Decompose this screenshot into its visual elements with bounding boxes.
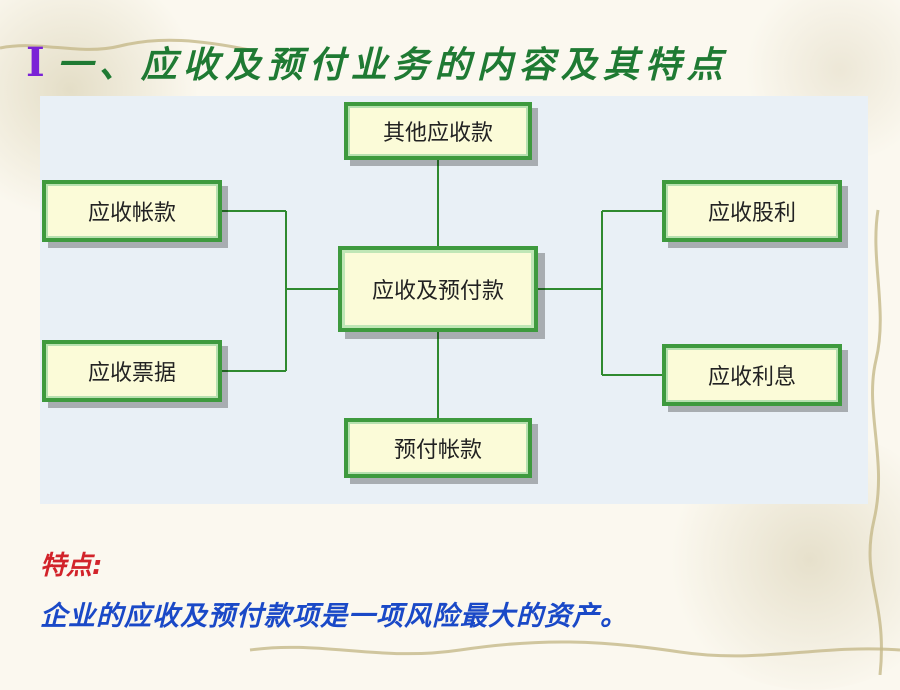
- node-interest-receivable: 应收利息: [662, 344, 842, 406]
- node-notes-receivable: 应收票据: [42, 340, 222, 402]
- node-label: 应收帐款: [87, 201, 176, 226]
- node-dividends-receivable: 应收股利: [662, 180, 842, 242]
- node-label: 预付帐款: [393, 438, 482, 463]
- node-receivables-and-prepayments: 应收及预付款: [338, 246, 538, 332]
- node-label: 应收票据: [87, 361, 176, 386]
- node-accounts-receivable: 应收帐款: [42, 180, 222, 242]
- features-label: 特点:: [40, 551, 103, 581]
- decorative-border: [0, 38, 900, 675]
- slide-title-row: I 一、应收及预付业务的内容及其特点: [26, 36, 729, 88]
- diagram-connectors: [222, 160, 662, 418]
- features-text: 企业的应收及预付款项是一项风险最大的资产。: [40, 601, 628, 632]
- roman-numeral: I: [26, 38, 45, 86]
- node-label: 应收利息: [707, 365, 796, 390]
- node-label: 其他应收款: [382, 121, 493, 146]
- receivables-diagram: 其他应收款 应收及预付款 预付帐款 应收帐款 应收票据 应收股利 应收利息: [40, 96, 868, 504]
- node-other-receivables: 其他应收款: [344, 102, 532, 160]
- node-prepaid-accounts: 预付帐款: [344, 418, 532, 478]
- node-label: 应收及预付款: [371, 279, 504, 304]
- node-label: 应收股利: [707, 201, 796, 226]
- slide-title: 一、应收及预付业务的内容及其特点: [56, 45, 729, 86]
